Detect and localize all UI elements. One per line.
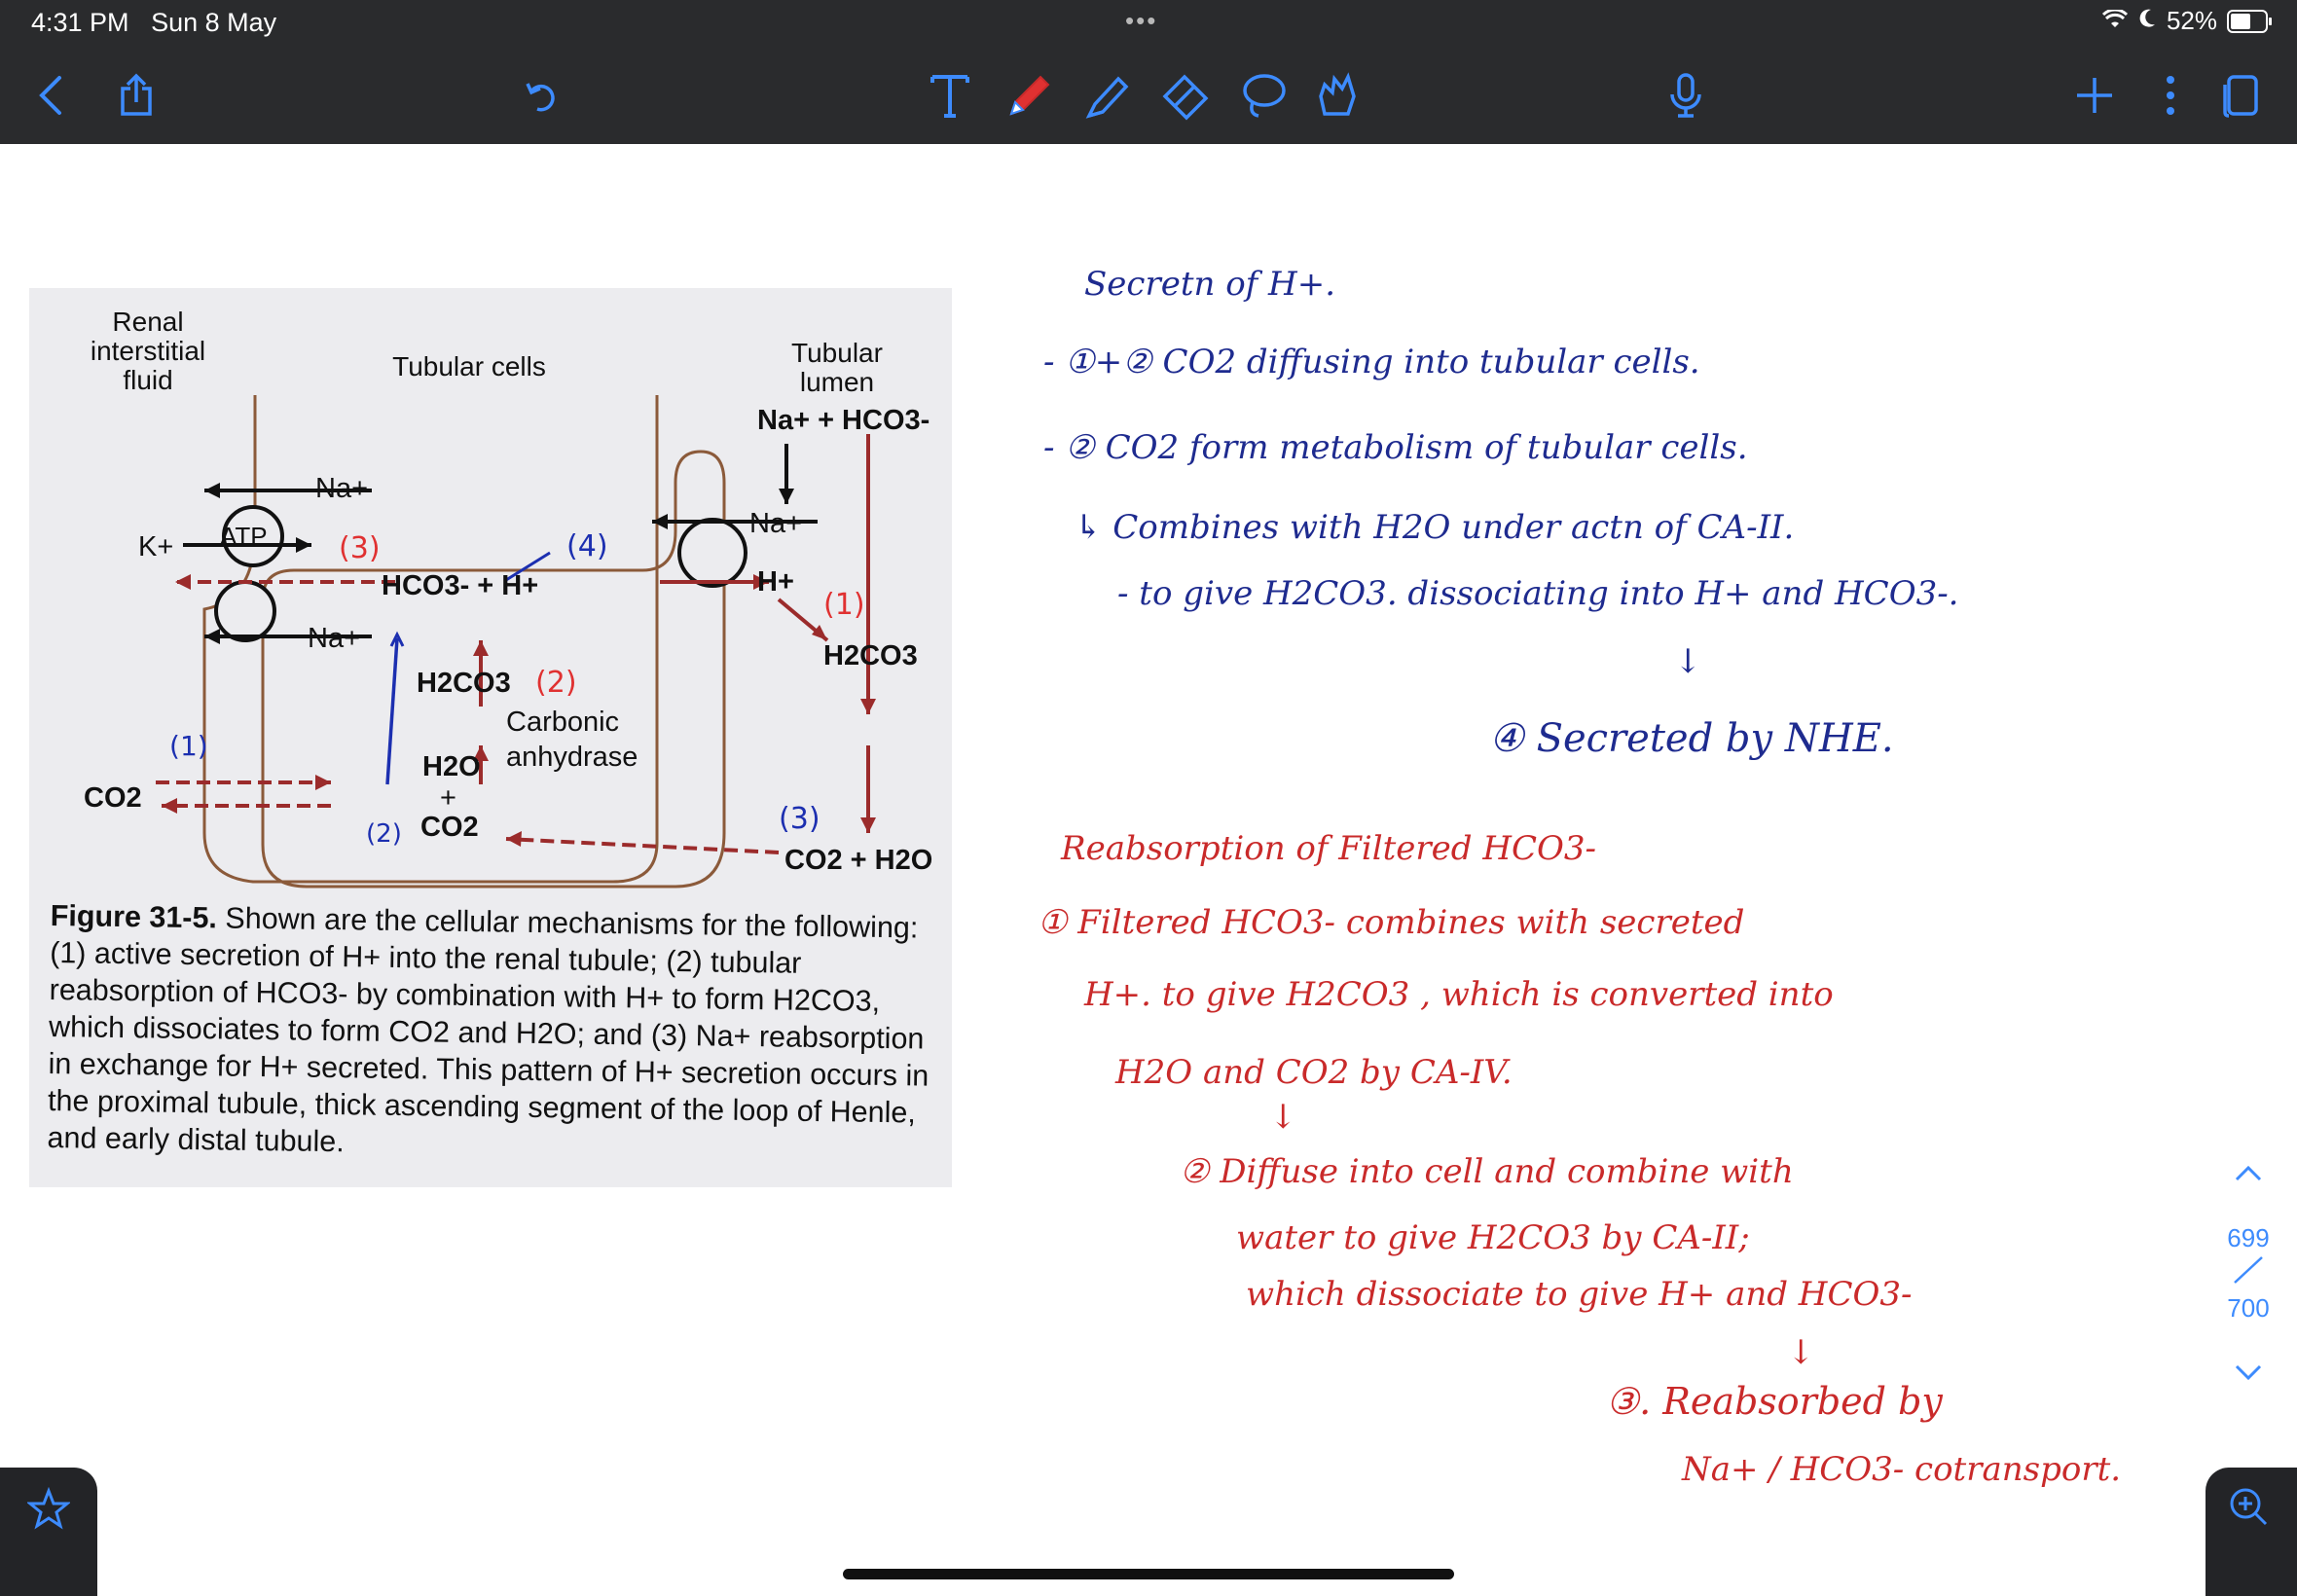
eraser-tool-button[interactable] xyxy=(1158,68,1213,123)
share-icon xyxy=(121,73,152,116)
more-icon xyxy=(2167,76,2174,115)
add-page-button[interactable] xyxy=(2067,68,2122,123)
note-red-line: Na+ / HCO3- cotransport. xyxy=(1682,1450,2122,1489)
note-red-arrow: ↓ xyxy=(1269,1098,1297,1137)
annotation-red-2: (2) xyxy=(535,666,577,700)
status-bar: 4:31 PM Sun 8 May ••• 52% xyxy=(0,0,2297,47)
zoom-button[interactable] xyxy=(2227,1485,2270,1533)
microphone-icon xyxy=(1670,73,1701,118)
note-blue-line: - ①+② CO2 diffusing into tubular cells. xyxy=(1043,343,1700,381)
label-hco3-h: HCO3- + H+ xyxy=(382,570,539,601)
label-atp: ATP xyxy=(220,522,268,551)
label-plus: + xyxy=(440,782,456,814)
label-na-bottom: Na+ xyxy=(308,623,361,654)
label-co2-h2o-lumen: CO2 + H2O xyxy=(784,845,933,876)
pen-icon xyxy=(1009,75,1050,116)
note-red-line: H2O and CO2 by CA-IV. xyxy=(1115,1053,1513,1092)
shapes-icon xyxy=(1319,72,1356,116)
lasso-tool-button[interactable] xyxy=(1236,68,1291,123)
label-co2-cell: CO2 xyxy=(420,812,479,843)
status-time: 4:31 PM Sun 8 May xyxy=(31,8,277,37)
chevron-down-icon xyxy=(2235,1364,2262,1381)
annotation-blue-1: (1) xyxy=(169,730,208,762)
label-na-top: Na+ xyxy=(315,473,369,504)
label-anhydrase: anhydrase xyxy=(506,742,638,773)
total-page-count: 700 xyxy=(2227,1293,2270,1323)
label-na-lumen: Na+ xyxy=(749,508,803,539)
zoom-in-icon xyxy=(2230,1488,2268,1526)
note-red-arrow: ↓ xyxy=(1787,1333,1815,1372)
microphone-button[interactable] xyxy=(1659,68,1713,123)
star-icon xyxy=(25,1486,72,1530)
label-h2co3-lumen: H2CO3 xyxy=(823,640,918,671)
pages-button[interactable] xyxy=(2213,68,2268,123)
toolbar xyxy=(0,47,2297,144)
label-tubular-lumen: Tubular lumen xyxy=(791,338,883,397)
label-tubular-cells: Tubular cells xyxy=(392,351,546,381)
caption-text: Shown are the cellular mechanisms for th… xyxy=(47,901,930,1159)
favorite-button[interactable] xyxy=(25,1486,72,1535)
favorite-panel xyxy=(0,1468,97,1596)
chevron-up-icon xyxy=(2235,1165,2262,1181)
note-red-heading: Reabsorption of Filtered HCO3- xyxy=(1061,829,1596,868)
current-page-number: 699 xyxy=(2227,1223,2270,1252)
highlighter-icon xyxy=(1085,76,1129,119)
pen-tool-button[interactable] xyxy=(1003,68,1057,123)
annotation-red-1: (1) xyxy=(823,588,865,622)
page-down-button[interactable] xyxy=(2219,1359,2278,1389)
battery-icon xyxy=(2227,9,2272,33)
page-up-button[interactable] xyxy=(2219,1158,2278,1188)
pages-icon xyxy=(2223,75,2258,118)
share-button[interactable] xyxy=(109,68,164,123)
note-blue-heading: Secretn of H+. xyxy=(1084,265,1336,304)
undo-icon xyxy=(526,83,555,112)
shapes-tool-button[interactable] xyxy=(1310,68,1365,123)
note-blue-arrow: ↓ xyxy=(1674,642,1702,681)
annotation-red-3: (3) xyxy=(339,531,381,565)
lasso-icon xyxy=(1243,74,1286,118)
note-red-line: water to give H2CO3 by CA-II; xyxy=(1236,1218,1750,1257)
note-red-line: which dissociate to give H+ and HCO3- xyxy=(1246,1275,1913,1314)
more-button[interactable] xyxy=(2143,68,2198,123)
highlighter-tool-button[interactable] xyxy=(1080,68,1135,123)
label-carbonic: Carbonic xyxy=(506,707,620,738)
label-h-plus: H+ xyxy=(757,566,794,598)
multitasking-dots[interactable]: ••• xyxy=(1125,6,1158,35)
annotation-blue-3: (3) xyxy=(779,802,820,836)
note-blue-secreted: ④ Secreted by NHE. xyxy=(1489,716,1894,761)
label-renal-interstitial: Renal interstitial fluid xyxy=(90,307,206,395)
wifi-icon xyxy=(2101,6,2129,36)
note-blue-line: ↳ Combines with H2O under actn of CA-II. xyxy=(1075,508,1795,547)
text-tool-button[interactable] xyxy=(923,68,977,123)
add-icon xyxy=(2077,78,2112,113)
text-tool-icon xyxy=(930,75,969,118)
annotation-blue-4: (4) xyxy=(566,529,608,563)
label-h2o-cell: H2O xyxy=(422,751,481,782)
figure-caption: Figure 31-5. Shown are the cellular mech… xyxy=(47,897,936,1169)
textbook-figure-photo: Renal interstitial fluid Tubular cells T… xyxy=(29,288,952,1187)
note-red-line: ① Filtered HCO3- combines with secreted xyxy=(1038,903,1745,942)
note-red-line: ③. Reabsorbed by xyxy=(1606,1380,1943,1423)
caption-title: Figure 31-5. xyxy=(50,898,218,935)
undo-button[interactable] xyxy=(516,68,570,123)
moon-icon xyxy=(2137,6,2157,36)
back-button[interactable] xyxy=(23,68,78,123)
label-lumen-na-hco3: Na+ + HCO3- xyxy=(757,405,930,436)
home-indicator[interactable] xyxy=(843,1569,1454,1579)
label-co2-interstitial: CO2 xyxy=(84,782,142,814)
page-divider xyxy=(2219,1253,2278,1293)
zoom-panel xyxy=(2206,1468,2297,1596)
figure-diagram xyxy=(156,395,876,889)
page-navigator: 699 700 xyxy=(2219,1158,2278,1389)
note-red-line: ② Diffuse into cell and combine with xyxy=(1180,1152,1794,1191)
annotation-blue-2: (2) xyxy=(366,819,402,849)
note-blue-line: - to give H2CO3. dissociating into H+ an… xyxy=(1117,574,1959,613)
note-blue-line: - ② CO2 form metabolism of tubular cells… xyxy=(1043,428,1748,467)
note-red-line: H+. to give H2CO3 , which is converted i… xyxy=(1084,975,1834,1014)
back-icon xyxy=(39,76,61,115)
eraser-icon xyxy=(1162,74,1209,121)
battery-percent: 52% xyxy=(2166,6,2217,35)
label-h2co3-cell: H2CO3 xyxy=(417,668,511,699)
label-k: K+ xyxy=(138,531,174,562)
